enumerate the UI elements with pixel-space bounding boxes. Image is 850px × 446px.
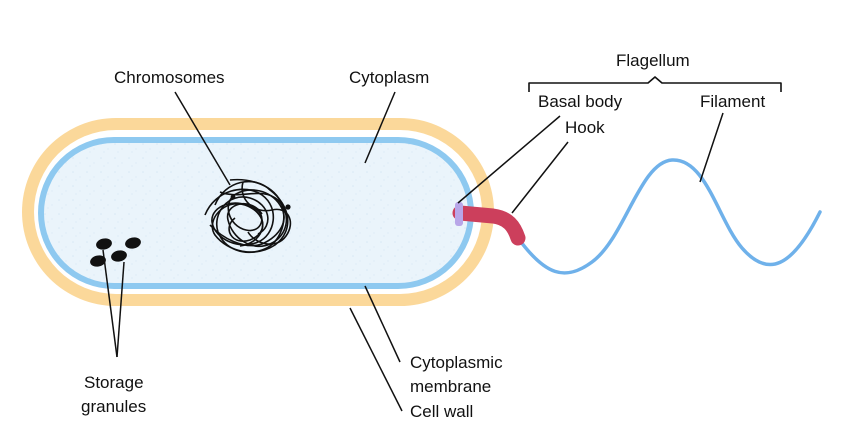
cell-wall-leader xyxy=(349,307,403,412)
chromosome-tangle xyxy=(204,178,292,254)
storage-granule xyxy=(96,238,112,250)
filament-leader xyxy=(699,112,724,183)
chromosomes-leader xyxy=(174,91,231,186)
cytoplasmic-membrane-label-line1: Cytoplasmic xyxy=(410,353,503,372)
basal-body-label: Basal body xyxy=(538,92,623,111)
basal-body xyxy=(455,202,463,226)
chromosomes-label: Chromosomes xyxy=(114,68,225,87)
storage-granule xyxy=(125,237,141,249)
cytoplasm-label: Cytoplasm xyxy=(349,68,429,87)
cytoplasmic-membrane-label-line2: membrane xyxy=(410,377,491,396)
flagellum-bracket xyxy=(528,76,782,92)
flagellum-hook xyxy=(452,205,526,246)
flagellum-label: Flagellum xyxy=(616,51,690,70)
storage-granules xyxy=(90,237,141,267)
storage-granule xyxy=(90,255,106,267)
hook-label: Hook xyxy=(565,118,605,137)
flagellum-filament xyxy=(516,158,822,275)
storage-leader-2 xyxy=(116,261,125,358)
cytoplasm-leader xyxy=(364,91,396,164)
storage-granule xyxy=(111,250,127,262)
cell-wall-label: Cell wall xyxy=(410,402,473,421)
storage-label-line2: granules xyxy=(81,397,146,416)
storage-label-line1: Storage xyxy=(84,373,144,392)
filament-label: Filament xyxy=(700,92,765,111)
basal-body-leader xyxy=(457,115,561,204)
leader-lines xyxy=(102,91,724,412)
storage-leader-1 xyxy=(102,249,118,358)
membrane-leader xyxy=(364,285,401,363)
hook-leader xyxy=(511,141,569,214)
